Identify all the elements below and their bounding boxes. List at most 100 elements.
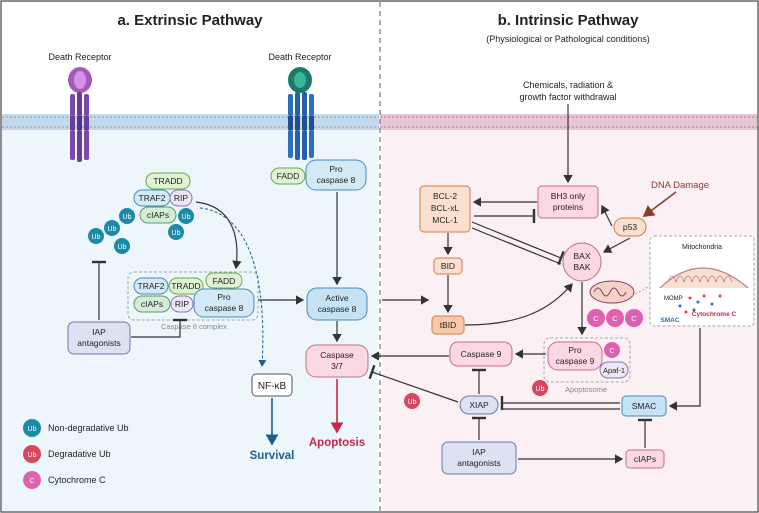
stimulus-label-2: growth factor withdrawal [519,92,616,102]
svg-text:Ub: Ub [123,214,132,221]
svg-text:Ub: Ub [28,452,37,459]
pro-caspase9-node [547,341,603,371]
cytochrome-c-inset-label: Cytochrome C [692,311,737,318]
bh3-label-1: BH3 only [551,191,586,201]
dna-damage-label: DNA Damage [651,180,709,191]
ub-icon: Ub [119,208,135,224]
death-receptor-left-icon [68,67,92,162]
complex-tradd-node [168,277,204,295]
bax-label: BAX [573,251,590,261]
ub-icon: Ub [88,228,104,244]
apoptosome-box [543,337,631,383]
iap-antagonists-left-label-2: antagonists [77,338,120,348]
rip-node [169,189,193,207]
active-caspase8-label-1: Active [325,293,348,303]
apoptosome-label: Apoptosome [565,385,607,394]
complex-fadd-label: FADD [213,276,236,286]
apoptosis-label: Apoptosis [309,437,365,449]
svg-text:C: C [612,314,618,323]
apaf1-label: Apaf-1 [603,366,625,375]
intrinsic-subtitle: (Physiological or Pathological condition… [486,34,650,44]
mitochondria-inset-icon [659,267,749,314]
momp-label: MOMP [664,296,683,302]
svg-text:Ub: Ub [118,244,127,251]
complex-tradd-label: TRADD [171,281,200,291]
complex-rip-node [170,295,194,313]
svg-text:Ub: Ub [408,399,417,406]
svg-text:Ub: Ub [28,426,37,433]
bcl-node [419,185,471,233]
mitochondrion-icon [589,280,635,304]
svg-text:Ub: Ub [92,234,101,241]
survival-label: Survival [250,450,295,462]
bh3-node [537,185,599,219]
ub-icon: Ub [168,224,184,240]
ub-icon: Ub [114,238,130,254]
extrinsic-title: a. Extrinsic Pathway [117,12,263,29]
caspase8-complex-label: Caspase 8 complex [161,322,227,331]
legend: Ub Non-degradative Ub Ub Degradative Ub … [23,419,129,489]
apaf1-node [599,361,629,379]
caspase8-complex-box [127,271,259,321]
membrane-left [2,114,379,130]
ciaps-label: cIAPs [147,210,169,220]
tbid-node [431,315,465,335]
svg-text:C: C [631,314,637,323]
complex-ciaps-node [133,295,171,313]
mcl1-label: MCL-1 [432,215,458,225]
fadd-node [270,167,306,185]
xiap-node [459,395,499,415]
complex-i: TRADD TRAF2 RIP cIAPs [133,172,193,224]
iap-antagonists-right-label-2: antagonists [457,458,500,468]
bclxl-label: BCL-xL [431,203,460,213]
complex-ciaps-label: cIAPs [141,299,163,309]
legend-non-degradative: Non-degradative Ub [48,423,129,433]
iap-antagonists-left-node [67,321,131,355]
caspase9-label: Caspase 9 [461,349,502,359]
active-caspase8-label-2: caspase 8 [318,304,357,314]
svg-text:Ub: Ub [172,230,181,237]
complex-fadd-node [205,272,243,289]
inset-to-smac [668,328,701,411]
legend-cytochrome: Cytochrome C [48,475,106,485]
tbid-label: tBID [440,320,457,330]
pro-caspase8-label-2: caspase 8 [317,175,356,185]
traf2-label: TRAF2 [139,193,166,203]
legend-degradative: Degradative Ub [48,449,111,459]
bcl-inhibits-baxbak-1 [471,221,565,266]
cyt-c-icon: C [606,309,624,327]
bak-label: BAK [573,262,590,272]
svg-text:C: C [609,348,614,355]
svg-text:C: C [29,478,34,485]
iap-antagonists-right-node [441,441,517,475]
pro-caspase9-label-1: Pro [568,345,582,355]
intrinsic-title: b. Intrinsic Pathway [498,12,640,29]
cyt-c-cluster: C C C [587,309,643,327]
svg-text:Ub: Ub [108,226,117,233]
ub-icon: Ub [178,208,194,224]
fadd-label: FADD [277,171,300,181]
ciaps-node [139,206,177,224]
complex-traf2-label: TRAF2 [138,281,165,291]
nfkb-label: NF-κB [258,381,287,392]
iap-antagonists-right-label-1: IAP [472,447,486,457]
complex-pro-caspase8-label-1: Pro [217,292,231,302]
p53-label: p53 [623,222,637,232]
pro-caspase9-label-2: caspase 9 [556,356,595,366]
bid-label: BID [441,261,455,271]
stimulus-label-1: Chemicals, radiation & [523,80,613,90]
bh3-label-2: proteins [553,202,583,212]
cyt-c-icon: C [625,309,643,327]
smac-inset-label: SMAC [660,317,679,324]
xiap-inhibits-caspase37 [368,364,459,403]
bcl-inhibits-baxbak-2 [471,227,562,265]
xiap-label: XIAP [469,400,489,410]
complex-traf2-node [133,277,169,295]
iap-antagonists-left-label-1: IAP [92,327,106,337]
dna-damage-arrow [642,191,677,217]
death-receptor-right-icon [288,67,314,160]
inset-connector [631,285,651,297]
extrinsic-arrows [91,192,342,343]
